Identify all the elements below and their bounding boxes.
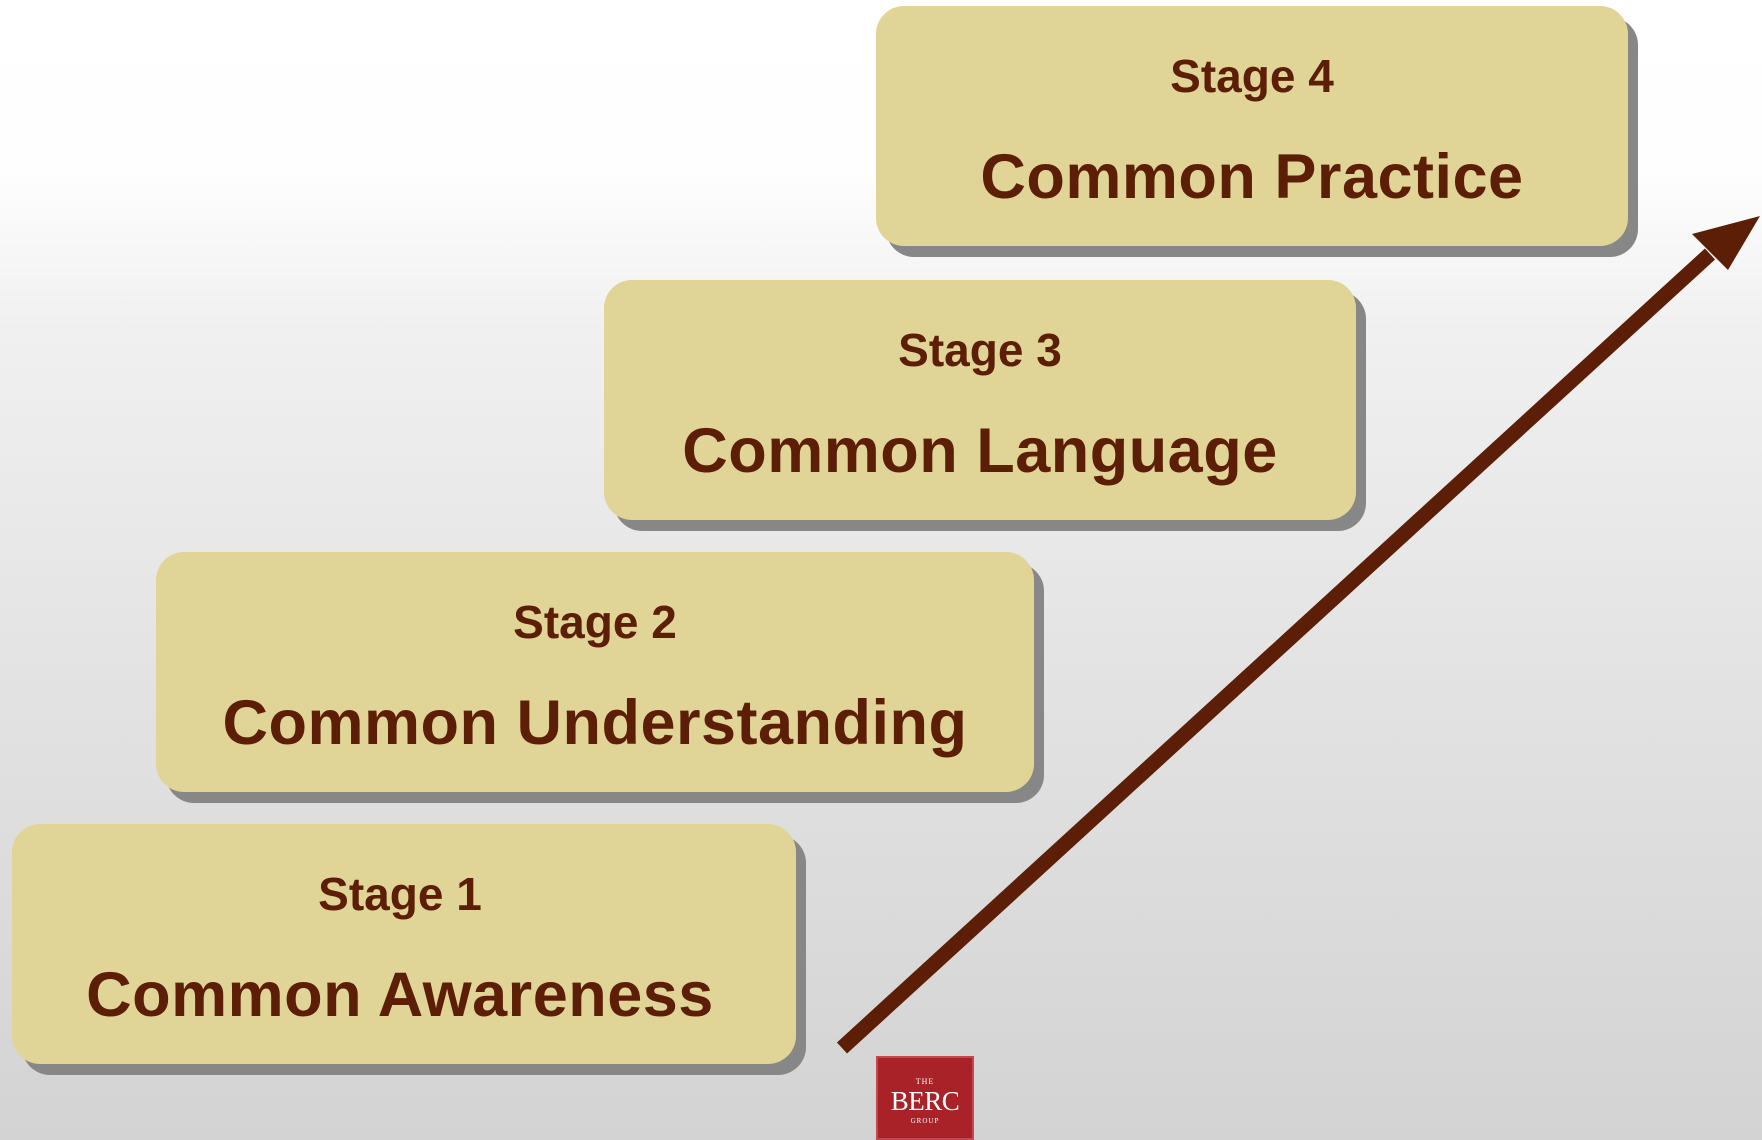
stage-3-number: Stage 3 bbox=[898, 324, 1062, 376]
logo-top-text: THE bbox=[915, 1077, 935, 1086]
stage-4-box: Stage 4 Common Practice bbox=[876, 6, 1628, 246]
stage-1-number: Stage 1 bbox=[318, 868, 482, 920]
logo-bottom-text: GROUP bbox=[910, 1117, 940, 1125]
stage-1-box: Stage 1 Common Awareness bbox=[12, 824, 796, 1064]
stage-3-name: Common Language bbox=[682, 416, 1278, 486]
logo-main-text: BERC bbox=[890, 1086, 960, 1116]
stage-2-box: Stage 2 Common Understanding bbox=[156, 552, 1034, 792]
stage-2-name: Common Understanding bbox=[222, 688, 968, 758]
stage-2-number: Stage 2 bbox=[513, 596, 677, 648]
stage-3-box: Stage 3 Common Language bbox=[604, 280, 1356, 520]
stage-4-name: Common Practice bbox=[980, 142, 1524, 212]
stage-1-name: Common Awareness bbox=[86, 960, 714, 1030]
berc-group-logo: THE BERC GROUP bbox=[876, 1056, 974, 1140]
stage-4-number: Stage 4 bbox=[1170, 50, 1334, 102]
arrow-head bbox=[1692, 216, 1760, 270]
